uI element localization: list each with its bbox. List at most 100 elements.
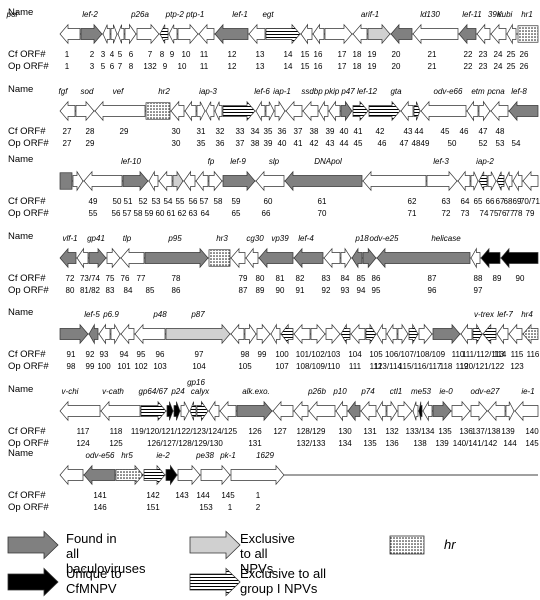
op-orf-number: 111 [349, 362, 362, 371]
orf-arrow [196, 400, 209, 422]
orf-arrow [222, 100, 256, 122]
orf-arrow [432, 400, 452, 422]
orf-arrow [466, 100, 479, 122]
cf-orf-number: 2 [90, 50, 95, 59]
cf-orf-number: 94 [120, 350, 129, 359]
gene-name-label: vef [113, 87, 124, 96]
op-orf-number: 73 [461, 209, 470, 218]
op-orf-number: 119 [456, 362, 469, 371]
gene-name-label: hr4 [521, 310, 533, 319]
cf-orf-number: 117 [77, 427, 90, 436]
orf-arrow [458, 23, 477, 45]
cf-orf-number: 119/120/121/122/123/124/125 [131, 427, 238, 436]
cf-orf-number: 13 [256, 50, 265, 59]
cf-orf-number: 61 [318, 197, 327, 206]
orf-arrow [505, 401, 515, 421]
op-orf-number: 17 [338, 62, 347, 71]
orf-arrow [102, 24, 111, 44]
cf-orf-label: Cf ORF# [8, 196, 46, 207]
op-orf-number: 118 [440, 362, 453, 371]
op-orf-number: 125 [109, 439, 123, 448]
orf-arrow [490, 23, 507, 45]
orf-arrow [352, 23, 368, 45]
gene-name-label: hr2 [158, 87, 170, 96]
orf-arrow [308, 400, 336, 422]
op-orf-number: 70 [318, 209, 327, 218]
gene-name-label: hr1 [521, 10, 533, 19]
orf-arrow [94, 100, 146, 122]
cf-orf-number: 15 [301, 50, 310, 59]
op-orf-number: 65 [232, 209, 241, 218]
orf-arrow [478, 171, 488, 191]
op-orf-number: 132/133 [297, 439, 326, 448]
orf-arrow [88, 323, 99, 345]
cf-orf-number: 77 [137, 274, 146, 283]
cf-orf-number: 38 [310, 127, 319, 136]
op-orf-number: 57 [123, 209, 132, 218]
orf-arrow [365, 323, 377, 345]
cf-orf-number: 66 [486, 197, 495, 206]
op-orf-number: 91 [296, 286, 305, 295]
orf-arrow [323, 247, 341, 269]
op-orf-number: 38 [251, 139, 260, 148]
gene-name-label: lef-12 [357, 87, 378, 96]
cf-orf-number: 96 [156, 350, 165, 359]
orf-arrow [214, 101, 223, 121]
orf-arrow [324, 23, 353, 45]
orf-arrow [470, 247, 481, 269]
orf-arrow [284, 170, 363, 192]
cf-orf-number: 81 [276, 274, 285, 283]
orf-arrow [340, 100, 353, 122]
cf-orf-number: 63 [442, 197, 451, 206]
cf-orf-number: 104 [348, 350, 362, 359]
op-orf-number: 3 [90, 62, 95, 71]
cf-orf-label: Cf ORF# [8, 126, 46, 137]
orf-arrow [347, 400, 361, 422]
op-orf-number: 95 [372, 286, 381, 295]
orf-arrow [496, 171, 505, 191]
gene-name-label: p95 [167, 234, 182, 243]
op-orf-number: 108/109/110 [296, 362, 340, 371]
cf-orf-number: 78 [172, 274, 181, 283]
gene-name-label: v-cath [102, 387, 124, 396]
orf-arrow [352, 100, 369, 122]
cf-orf-number: 83 [322, 274, 331, 283]
cf-orf-number: 95 [137, 350, 146, 359]
cf-orf-number: 118 [110, 427, 123, 436]
op-orf-number: 77 [506, 209, 515, 218]
gene-name-label: ie-2 [156, 451, 170, 460]
cf-orf-number: 22 [464, 50, 473, 59]
op-orf-number: 19 [368, 62, 377, 71]
gene-name-label: etm [471, 87, 485, 96]
gene-name-label: hr5 [121, 451, 133, 460]
orf-arrow [198, 23, 215, 45]
cf-orf-number: 85 [357, 274, 366, 283]
orf-arrow [165, 323, 231, 345]
cf-orf-label: Cf ORF# [8, 490, 46, 501]
orf-arrow [143, 464, 166, 486]
orf-arrow [245, 247, 259, 269]
cf-orf-label: Cf ORF# [8, 273, 46, 284]
cf-orf-number: 27 [63, 127, 72, 136]
cf-orf-number: 132 [385, 427, 399, 436]
gene-name-label: cg30 [246, 234, 264, 243]
op-orf-number: 78 [514, 209, 523, 218]
op-orf-number: 15 [301, 62, 310, 71]
gene-name-label: vp39 [271, 234, 289, 243]
op-orf-number: 134 [338, 439, 352, 448]
cf-orf-number: 50 [113, 197, 122, 206]
op-orf-number: 104 [192, 362, 206, 371]
op-orf-number: 75 [490, 209, 499, 218]
op-orf-number: 131 [248, 439, 262, 448]
orf-arrow [173, 401, 181, 421]
gene-name-label: lef-2 [82, 10, 98, 19]
orf-arrow [258, 247, 294, 269]
op-orf-number: 16 [314, 62, 323, 71]
cf-orf-number: 93 [100, 350, 109, 359]
orf-arrow [362, 247, 377, 269]
orf-arrow [376, 400, 387, 422]
orf-arrow [350, 323, 366, 345]
